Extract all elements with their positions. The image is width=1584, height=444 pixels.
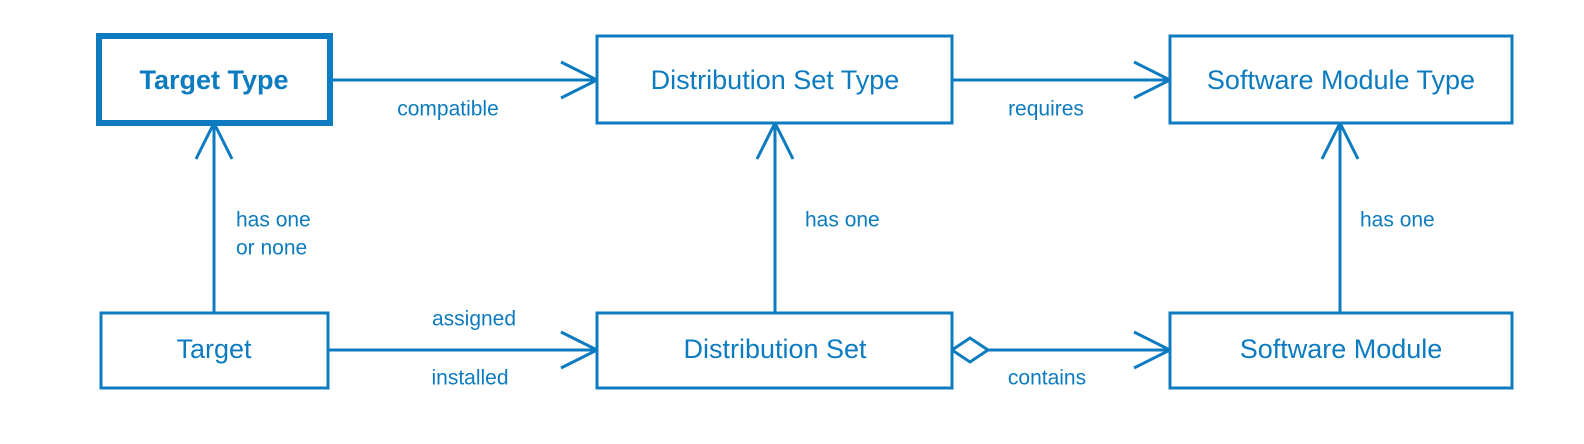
edge-label-has-one: has one: [236, 209, 311, 232]
relationship-requires: requires: [952, 60, 1174, 121]
entity-box-distribution-set-type[interactable]: [595, 34, 954, 125]
edge-label-compatible: compatible: [397, 98, 499, 121]
entity-box-software-module-type[interactable]: [1168, 34, 1514, 125]
entity-software-module-type[interactable]: Software Module Type: [1168, 34, 1514, 125]
edge-label-requires: requires: [1008, 98, 1084, 121]
entity-distribution-set[interactable]: Distribution Set: [595, 311, 954, 390]
entity-box-target-type[interactable]: [96, 33, 333, 126]
entity-box-distribution-set[interactable]: [595, 311, 954, 390]
entity-box-target[interactable]: [99, 311, 330, 390]
relationship-compatible: compatible: [330, 60, 601, 121]
entity-label-software-module: Software Module: [1240, 334, 1443, 364]
edge-label-has-one-distribution-set: has one: [805, 209, 880, 232]
entity-label-target: Target: [176, 334, 252, 364]
entity-distribution-set-type[interactable]: Distribution Set Type: [595, 34, 954, 125]
entity-target[interactable]: Target: [99, 311, 330, 390]
relationship-assigned-installed: assigned installed: [328, 308, 601, 390]
relationship-has-one-or-none: has one or none: [194, 119, 311, 313]
edge-label-or-none: or none: [236, 237, 307, 260]
diamond-aggregation-icon: [949, 336, 991, 364]
relationship-has-one-distribution-set: has one: [755, 119, 880, 313]
relationship-contains: contains: [949, 330, 1174, 390]
entity-target-type[interactable]: Target Type: [96, 33, 333, 126]
entity-label-target-type: Target Type: [139, 65, 288, 95]
edge-label-has-one-software-module: has one: [1360, 209, 1435, 232]
entity-label-software-module-type: Software Module Type: [1207, 65, 1475, 95]
entity-box-software-module[interactable]: [1168, 311, 1514, 390]
edge-label-contains: contains: [1008, 367, 1086, 390]
entity-software-module[interactable]: Software Module: [1168, 311, 1514, 390]
edge-label-assigned: assigned: [432, 308, 516, 331]
relationship-has-one-software-module: has one: [1320, 119, 1435, 313]
entity-label-distribution-set: Distribution Set: [683, 334, 867, 364]
entity-label-distribution-set-type: Distribution Set Type: [651, 65, 900, 95]
edge-label-installed: installed: [431, 367, 508, 390]
